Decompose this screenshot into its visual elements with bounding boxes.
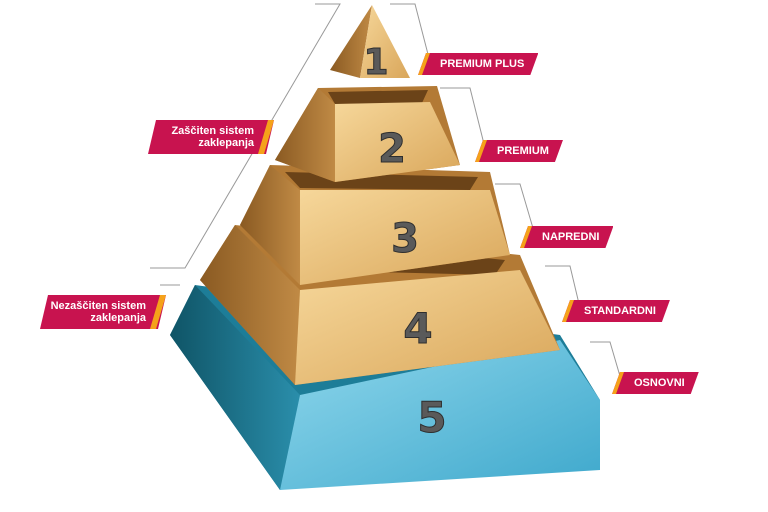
svg-text:1: 1 xyxy=(363,42,388,83)
tier-1: 1 xyxy=(330,5,410,84)
tier-4-label: STANDARDNI xyxy=(562,300,670,322)
svg-text:5: 5 xyxy=(417,393,446,442)
protected-group-label: Zaščiten sistem zaklepanja xyxy=(148,120,274,154)
tier-2-label: PREMIUM xyxy=(475,140,563,162)
tier-1-label: PREMIUM PLUS xyxy=(418,53,538,75)
svg-text:3: 3 xyxy=(391,216,419,262)
svg-text:4: 4 xyxy=(403,304,432,353)
tier-2: 2 xyxy=(275,86,460,182)
tier-3: 3 xyxy=(240,165,510,285)
tier-3-label: NAPREDNI xyxy=(520,226,613,248)
tier-5-label: OSNOVNI xyxy=(612,372,699,394)
tier-4: 4 xyxy=(200,225,560,385)
unprotected-group-label: Nezaščiten sistem zaklepanja xyxy=(40,295,166,329)
svg-text:2: 2 xyxy=(378,126,406,172)
